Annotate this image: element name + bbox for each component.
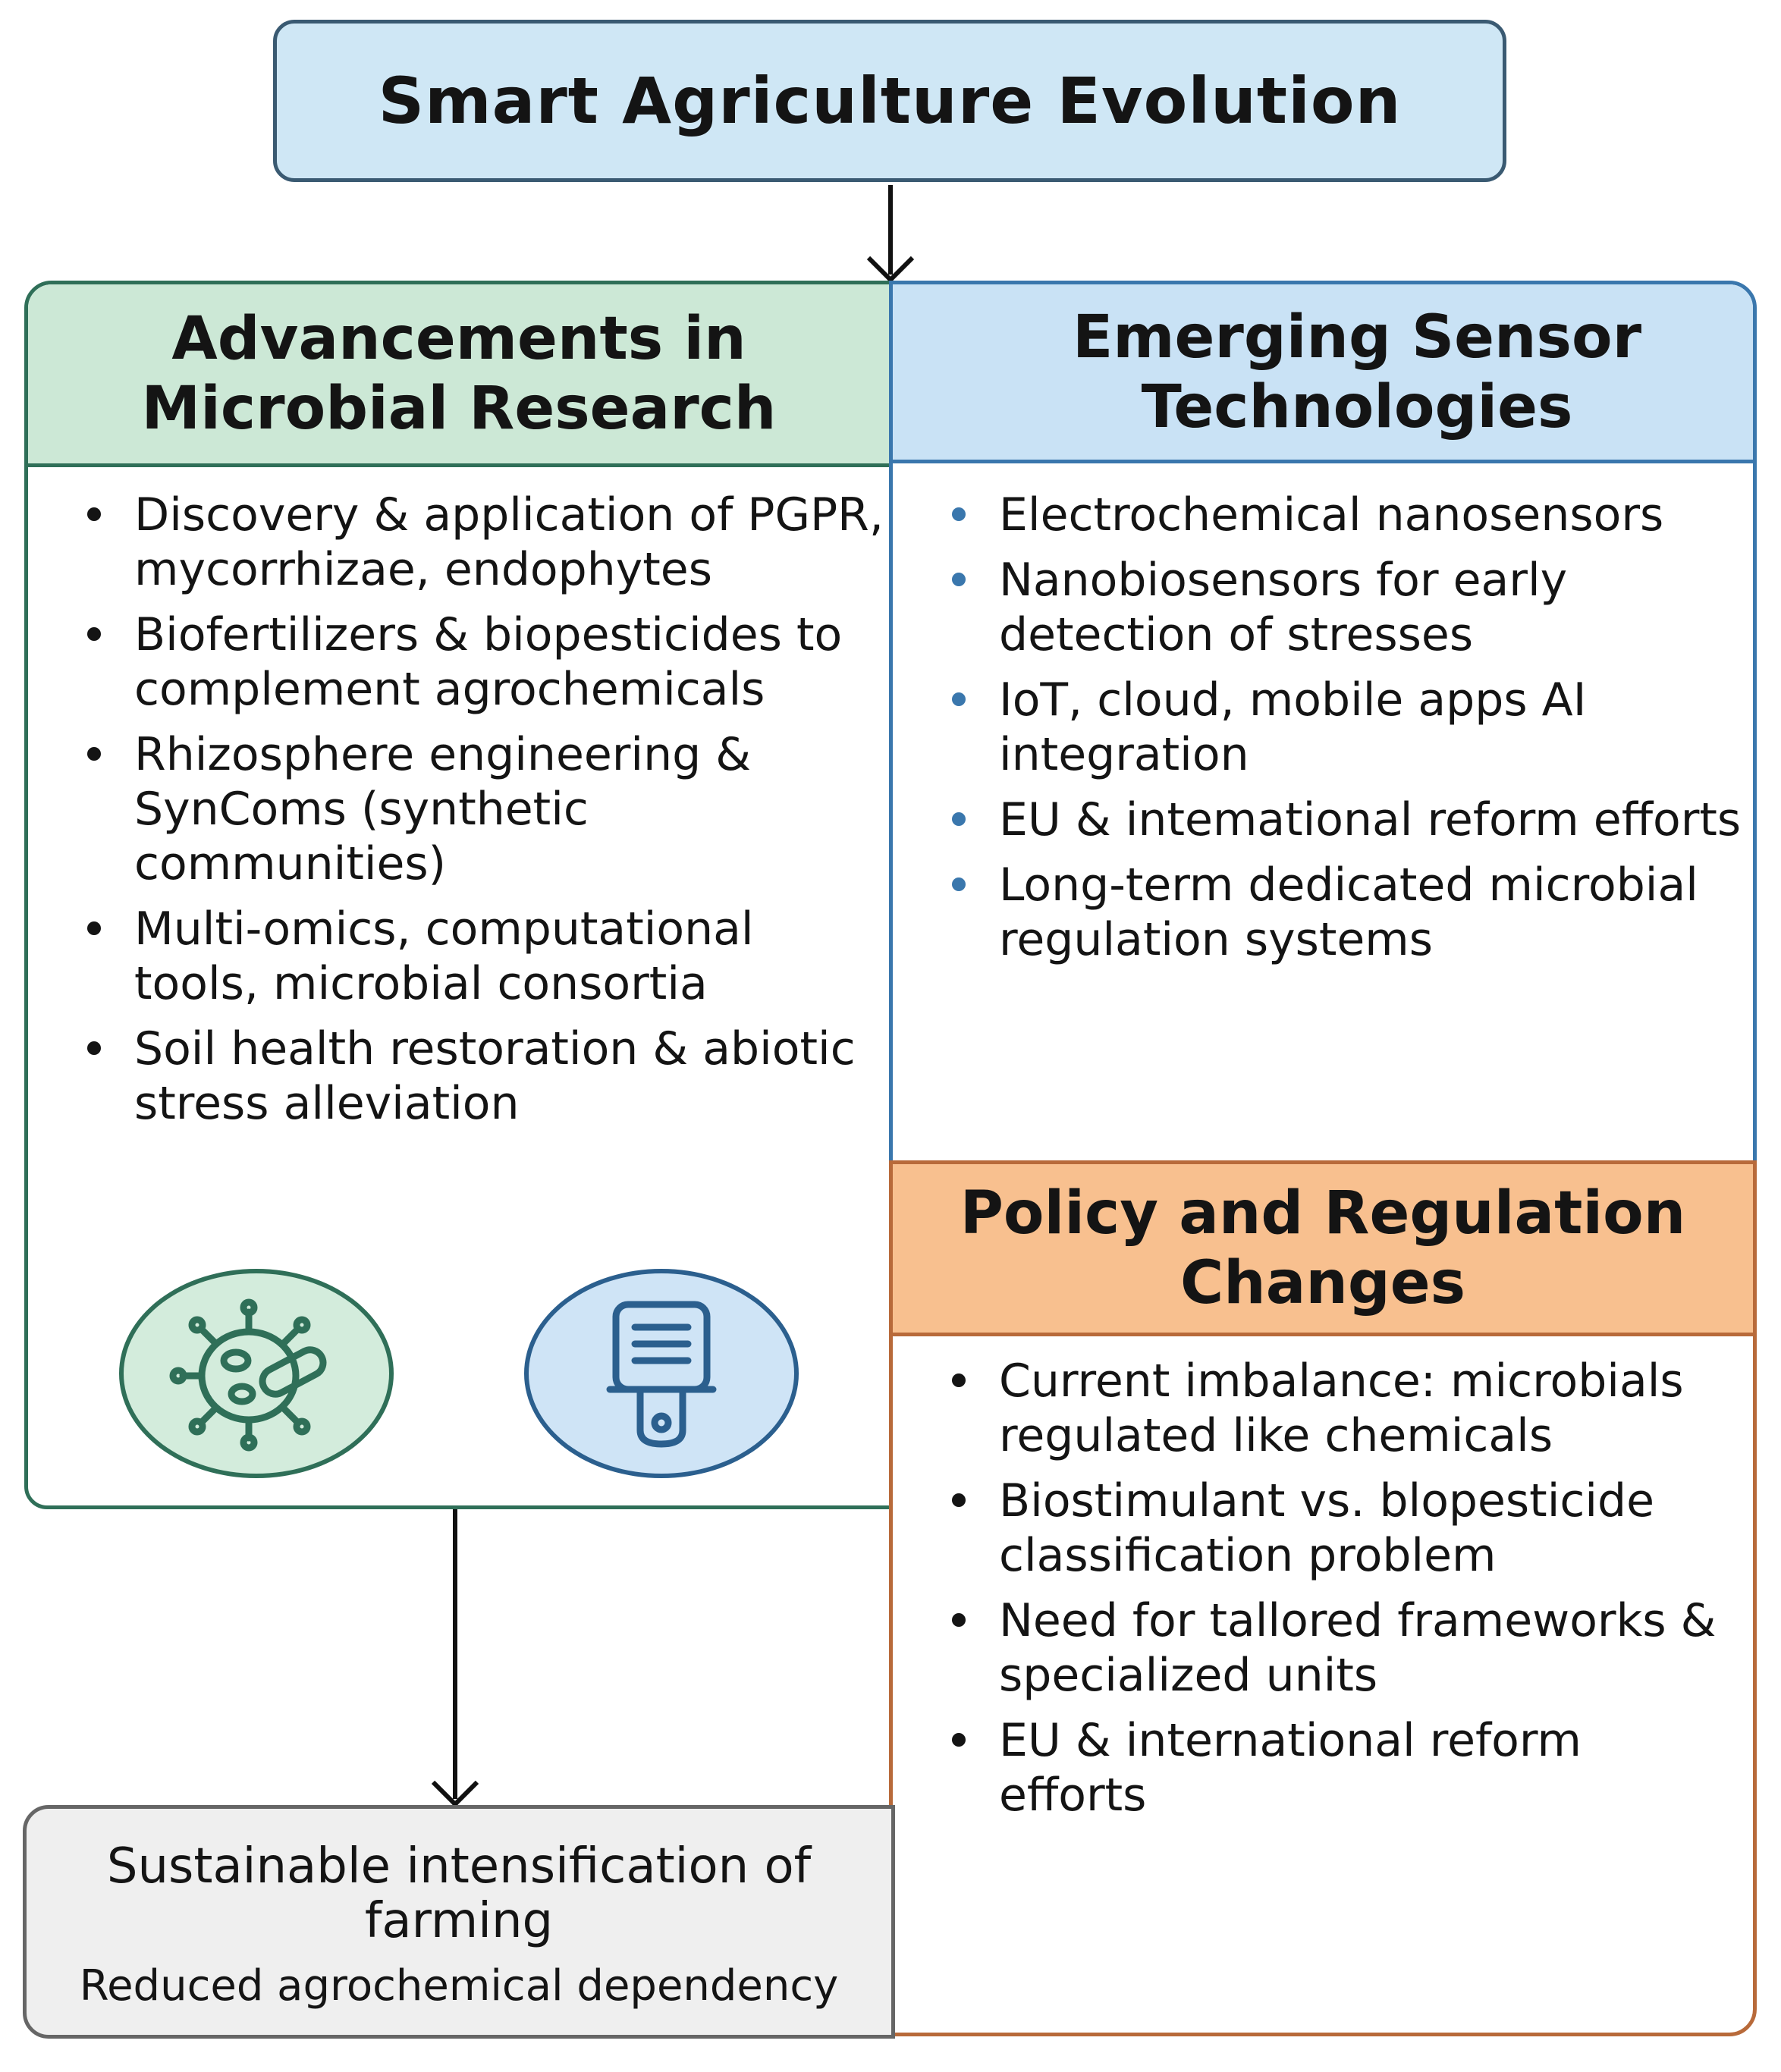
- list-item: Need for tallored frameworks & specializ…: [952, 1593, 1742, 1703]
- title-connector-line: [888, 185, 893, 275]
- microbial-research-list: Discovery & application of PGPR, mycorrh…: [87, 488, 885, 1141]
- sensor-heading-text: Emerging Sensor Technologies: [1072, 303, 1642, 441]
- microbial-research-heading: Advancements in Microbial Research: [28, 284, 890, 467]
- list-item: Biostimulant vs. blopesticide classifica…: [952, 1474, 1742, 1583]
- list-item: IoT, cloud, mobile apps AI integration: [952, 673, 1742, 782]
- title-box: Smart Agriculture Evolution: [273, 20, 1506, 182]
- list-item: Discovery & application of PGPR, mycorrh…: [87, 488, 885, 597]
- diagram-title: Smart Agriculture Evolution: [378, 64, 1402, 138]
- list-item: Biofertilizers & biopesticides to comple…: [87, 607, 885, 717]
- policy-heading-text: Policy and Regulation Changes: [960, 1179, 1686, 1317]
- list-item: Current imbalance: microbials regulated …: [952, 1354, 1742, 1463]
- outcome-connector-line: [453, 1509, 457, 1799]
- sensor-technologies-panel: Emerging Sensor Technologies Electrochem…: [889, 281, 1757, 1165]
- sensor-device-glyph: [606, 1301, 717, 1448]
- policy-regulation-panel: Policy and Regulation Changes Current im…: [889, 1160, 1757, 2036]
- list-item: EU & intemational reform efforts: [952, 793, 1742, 846]
- list-item: Multi-omics, computational tools, microb…: [87, 902, 885, 1011]
- outcome-secondary-text: Reduced agrochemical dependency: [79, 1961, 839, 2011]
- outcome-box: Sustainable intensification of farming R…: [23, 1805, 895, 2039]
- sensor-technologies-list: Electrochemical nanosensors Nanobiosenso…: [952, 488, 1742, 978]
- title-arrowhead: [866, 235, 915, 284]
- sensor-device-icon: [524, 1269, 799, 1478]
- policy-regulation-heading: Policy and Regulation Changes: [893, 1164, 1753, 1336]
- list-item: EU & international reform efforts: [952, 1713, 1742, 1822]
- policy-regulation-list: Current imbalance: microbials regulated …: [952, 1354, 1742, 1833]
- list-item: Long-term dedicated microbial regulation…: [952, 858, 1742, 967]
- list-item: Rhizosphere engineering & SynComs (synth…: [87, 727, 885, 891]
- outcome-arrowhead: [431, 1760, 479, 1808]
- microbial-heading-text: Advancements in Microbial Research: [141, 305, 777, 443]
- sensor-technologies-heading: Emerging Sensor Technologies: [893, 284, 1753, 463]
- list-item: Nanobiosensors for early detection of st…: [952, 553, 1742, 662]
- microbe-icon: [119, 1269, 394, 1478]
- list-item: Soil health restoration & abiotic stress…: [87, 1022, 885, 1131]
- microbial-research-panel: Advancements in Microbial Research Disco…: [24, 281, 894, 1509]
- outcome-primary-text: Sustainable intensification of farming: [106, 1838, 812, 1949]
- microbe-glyph: [169, 1298, 327, 1452]
- list-item: Electrochemical nanosensors: [952, 488, 1742, 542]
